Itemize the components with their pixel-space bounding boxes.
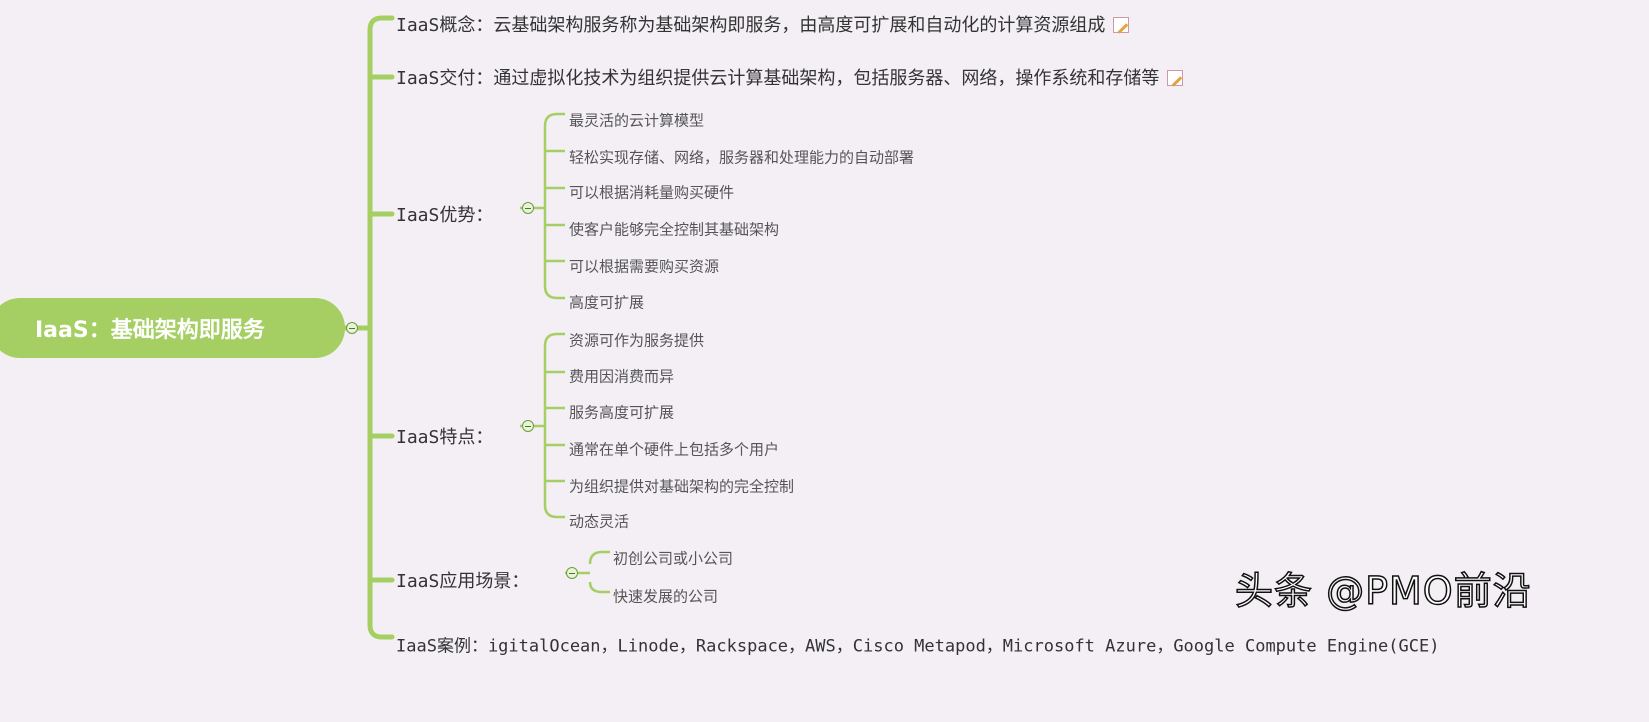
branch-concept[interactable]: IaaS概念：云基础架构服务称为基础架构即服务，由高度可扩展和自动化的计算资源组… — [396, 11, 1130, 37]
list-item[interactable]: 高度可扩展 — [569, 293, 645, 312]
list-item[interactable]: 可以根据需要购买资源 — [569, 257, 720, 276]
branch-features[interactable]: IaaS特点： — [396, 427, 494, 448]
collapse-toggle-icon[interactable] — [346, 322, 358, 334]
list-item[interactable]: 动态灵活 — [569, 512, 630, 531]
list-item[interactable]: 为组织提供对基础架构的完全控制 — [569, 477, 795, 496]
list-item[interactable]: 轻松实现存储、网络，服务器和处理能力的自动部署 — [569, 148, 915, 167]
root-node[interactable]: IaaS：基础架构即服务 — [0, 298, 345, 358]
branch-label: IaaS交付：通过虚拟化技术为组织提供云计算基础架构，包括服务器、网络，操作系统… — [396, 68, 1160, 89]
watermark: 头条 @PMO前沿 — [1234, 568, 1532, 614]
branch-delivery[interactable]: IaaS交付：通过虚拟化技术为组织提供云计算基础架构，包括服务器、网络，操作系统… — [396, 64, 1184, 90]
list-item[interactable]: 初创公司或小公司 — [613, 549, 734, 568]
list-item[interactable]: 服务高度可扩展 — [569, 403, 675, 422]
collapse-toggle-icon[interactable] — [566, 567, 578, 579]
collapse-toggle-icon[interactable] — [522, 202, 534, 214]
branch-advantages[interactable]: IaaS优势： — [396, 205, 494, 226]
list-item[interactable]: 资源可作为服务提供 — [569, 331, 705, 350]
list-item[interactable]: 费用因消费而异 — [569, 367, 675, 386]
list-item[interactable]: 可以根据消耗量购买硬件 — [569, 183, 735, 202]
list-item[interactable]: 快速发展的公司 — [613, 587, 719, 606]
branch-label: IaaS概念：云基础架构服务称为基础架构即服务，由高度可扩展和自动化的计算资源组… — [396, 15, 1106, 36]
note-icon[interactable] — [1167, 70, 1184, 86]
note-icon[interactable] — [1113, 17, 1130, 33]
branch-scenarios[interactable]: IaaS应用场景： — [396, 571, 530, 592]
list-item[interactable]: 通常在单个硬件上包括多个用户 — [569, 440, 780, 459]
list-item[interactable]: 使客户能够完全控制其基础架构 — [569, 220, 780, 239]
collapse-toggle-icon[interactable] — [522, 420, 534, 432]
branch-cases[interactable]: IaaS案例：igitalOcean，Linode，Rackspace，AWS，… — [396, 636, 1440, 657]
root-label: IaaS：基础架构即服务 — [35, 318, 265, 343]
list-item[interactable]: 最灵活的云计算模型 — [569, 111, 705, 130]
